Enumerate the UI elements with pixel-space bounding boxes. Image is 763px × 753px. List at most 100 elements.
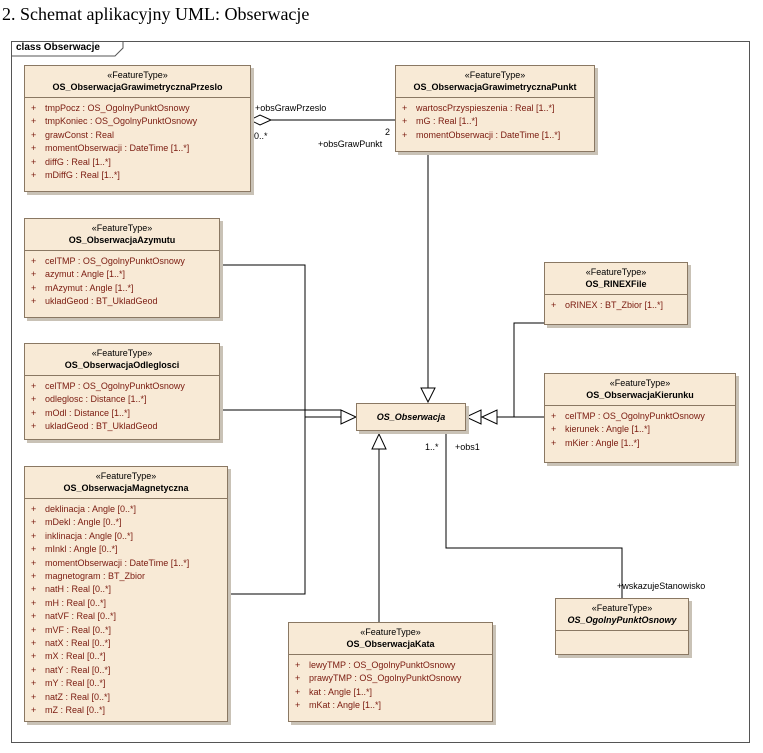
attribute: +mX : Real [0..*] — [31, 651, 106, 662]
stereotype-label: «FeatureType» — [585, 267, 647, 277]
class-odleglosci[interactable]: «FeatureType» OS_ObserwacjaOdleglosci +c… — [24, 343, 220, 440]
multiplicity-obs: 1..* — [425, 442, 439, 452]
class-punkt[interactable]: «FeatureType» OS_ObserwacjaGrawimetryczn… — [395, 65, 595, 152]
attribute: +mAzymut : Angle [1..*] — [31, 282, 134, 293]
attribute: +tmpPocz : OS_OgolnyPunktOsnowy — [31, 103, 190, 113]
role-obsGrawPunkt: +obsGrawPunkt — [318, 139, 383, 149]
attribute: +kat : Angle [1..*] — [295, 686, 373, 697]
attribute: +mY : Real [0..*] — [31, 678, 106, 689]
attribute: +azymut : Angle [1..*] — [31, 269, 126, 280]
aggregation-diamond — [248, 114, 273, 126]
stereotype-label: «FeatureType» — [95, 471, 157, 481]
class-header: «FeatureType» OS_ObserwacjaGrawimetryczn… — [25, 66, 250, 98]
stereotype-label: «FeatureType» — [591, 603, 653, 613]
stereotype-label: «FeatureType» — [91, 348, 153, 358]
attribute: +ukladGeod : BT_UkladGeod — [31, 421, 158, 432]
attribute: +kierunek : Angle [1..*] — [551, 424, 651, 435]
stereotype-label: «FeatureType» — [91, 223, 153, 233]
arrowhead-top — [420, 387, 436, 404]
stereotype-label: «FeatureType» — [107, 70, 168, 80]
class-header: «FeatureType» OS_OgolnyPunktOsnowy — [556, 599, 688, 631]
class-header: «FeatureType» OS_ObserwacjaMagnetyczna — [25, 467, 227, 499]
arrowhead-right-1 — [464, 409, 482, 425]
generalization-rinex — [481, 322, 544, 418]
attribute: +wartoscPrzyspieszenia : Real [1..*] — [402, 103, 555, 113]
attribute: +lewyTMP : OS_OgolnyPunktOsnowy — [295, 660, 456, 670]
attribute: +momentObserwacji : DateTime [1..*] — [402, 129, 561, 140]
attribute: +diffG : Real [1..*] — [31, 156, 111, 167]
class-name: OS_ObserwacjaOdleglosci — [64, 360, 180, 370]
stereotype-label: «FeatureType» — [464, 70, 526, 80]
arrowhead-left — [340, 409, 358, 425]
class-name: OS_ObserwacjaGrawimetrycznaPrzeslo — [52, 82, 223, 92]
association-obs-ogolny — [445, 431, 623, 598]
class-kata[interactable]: «FeatureType» OS_ObserwacjaKata +lewyTMP… — [288, 622, 493, 722]
attribute: +mKat : Angle [1..*] — [295, 700, 382, 711]
attribute-list: +tmpPocz : OS_OgolnyPunktOsnowy +tmpKoni… — [25, 98, 250, 184]
attribute: +natY : Real [0..*] — [31, 664, 111, 675]
class-azymutu[interactable]: «FeatureType» OS_ObserwacjaAzymutu +celT… — [24, 218, 220, 318]
class-name: OS_ObserwacjaKata — [346, 639, 435, 649]
class-name: OS_ObserwacjaAzymutu — [68, 235, 176, 245]
class-header: «FeatureType» OS_ObserwacjaKierunku — [545, 374, 735, 406]
attribute: +mInkl : Angle [0..*] — [31, 544, 118, 555]
attribute: +mZ : Real [0..*] — [31, 705, 106, 716]
role-obsGrawPrzeslo: +obsGrawPrzeslo — [255, 103, 327, 113]
class-header: «FeatureType» OS_ObserwacjaKata — [289, 623, 492, 655]
attribute: +natH : Real [0..*] — [31, 584, 112, 595]
attribute: +momentObserwacji : DateTime [1..*] — [31, 143, 190, 154]
multiplicity-punkt: 2 — [385, 127, 391, 137]
diagram-frame — [11, 41, 750, 743]
attribute: +celTMP : OS_OgolnyPunktOsnowy — [551, 411, 705, 421]
attribute: +celTMP : OS_OgolnyPunktOsnowy — [31, 256, 185, 266]
attribute-list: +lewyTMP : OS_OgolnyPunktOsnowy +prawyTM… — [289, 655, 492, 715]
attribute: +natVF : Real [0..*] — [31, 611, 117, 622]
class-header: «FeatureType» OS_ObserwacjaOdleglosci — [25, 344, 219, 376]
class-name: OS_RINEXFile — [585, 279, 647, 289]
class-kierunku[interactable]: «FeatureType» OS_ObserwacjaKierunku +cel… — [544, 373, 736, 463]
class-header: «FeatureType» OS_RINEXFile — [545, 263, 687, 295]
multiplicity-przeslo: 0..* — [254, 131, 268, 141]
class-name: OS_ObserwacjaGrawimetrycznaPunkt — [413, 82, 577, 92]
attribute: +momentObserwacji : DateTime [1..*] — [31, 557, 190, 568]
class-ogolny-punkt-osnowy[interactable]: «FeatureType» OS_OgolnyPunktOsnowy — [555, 598, 689, 655]
generalization-magnetyczna — [223, 417, 306, 595]
attribute-list: +celTMP : OS_OgolnyPunktOsnowy +kierunek… — [545, 406, 735, 452]
attribute: +tmpKoniec : OS_OgolnyPunktOsnowy — [31, 116, 198, 127]
class-name: OS_OgolnyPunktOsnowy — [567, 615, 677, 625]
arrowhead-bottom — [371, 432, 387, 450]
attribute: +oRINEX : BT_Zbior [1..*] — [551, 300, 664, 310]
generalization-azymutu — [220, 264, 341, 418]
attribute: +celTMP : OS_OgolnyPunktOsnowy — [31, 381, 185, 391]
attribute: +deklinacja : Angle [0..*] — [31, 504, 137, 514]
attribute-list: +deklinacja : Angle [0..*] +mDekl : Angl… — [25, 499, 227, 720]
attribute-list: +celTMP : OS_OgolnyPunktOsnowy +azymut :… — [25, 251, 219, 311]
attribute: +mDiffG : Real [1..*] — [31, 170, 120, 181]
role-wskazujeStanowisko: +wskazujeStanowisko — [617, 581, 706, 591]
attribute: +odleglosc : Distance [1..*] — [31, 394, 147, 405]
attribute: +mDekl : Angle [0..*] — [31, 517, 122, 528]
attribute-list: +wartoscPrzyspieszenia : Real [1..*] +mG… — [396, 98, 594, 144]
class-magnetyczna[interactable]: «FeatureType» OS_ObserwacjaMagnetyczna +… — [24, 466, 228, 722]
stereotype-label: «FeatureType» — [609, 378, 671, 388]
stereotype-label: «FeatureType» — [360, 627, 421, 637]
attribute: +mH : Real [0..*] — [31, 597, 107, 608]
attribute-list: +celTMP : OS_OgolnyPunktOsnowy +odleglos… — [25, 376, 219, 436]
attribute: +ukladGeod : BT_UkladGeod — [31, 296, 158, 307]
attribute-list: +oRINEX : BT_Zbior [1..*] — [545, 295, 687, 314]
class-header: «FeatureType» OS_ObserwacjaGrawimetryczn… — [396, 66, 594, 98]
frame-label: class Obserwacje — [16, 42, 100, 53]
page-heading: 2. Schemat aplikacyjny UML: Obserwacje — [2, 4, 310, 24]
attribute: +mOdl : Distance [1..*] — [31, 407, 131, 418]
attribute: +grawConst : Real — [31, 129, 115, 140]
attribute: +mVF : Real [0..*] — [31, 624, 112, 635]
class-name: OS_ObserwacjaKierunku — [586, 390, 694, 400]
attribute: +mG : Real [1..*] — [402, 116, 478, 127]
class-os-obserwacja[interactable]: OS_Obserwacja — [356, 403, 466, 431]
attribute: +mKier : Angle [1..*] — [551, 437, 640, 448]
attribute: +prawyTMP : OS_OgolnyPunktOsnowy — [295, 673, 462, 684]
class-przeslo[interactable]: «FeatureType» OS_ObserwacjaGrawimetryczn… — [24, 65, 251, 192]
class-rinex[interactable]: «FeatureType» OS_RINEXFile +oRINEX : BT_… — [544, 262, 688, 325]
attribute: +natZ : Real [0..*] — [31, 691, 111, 702]
